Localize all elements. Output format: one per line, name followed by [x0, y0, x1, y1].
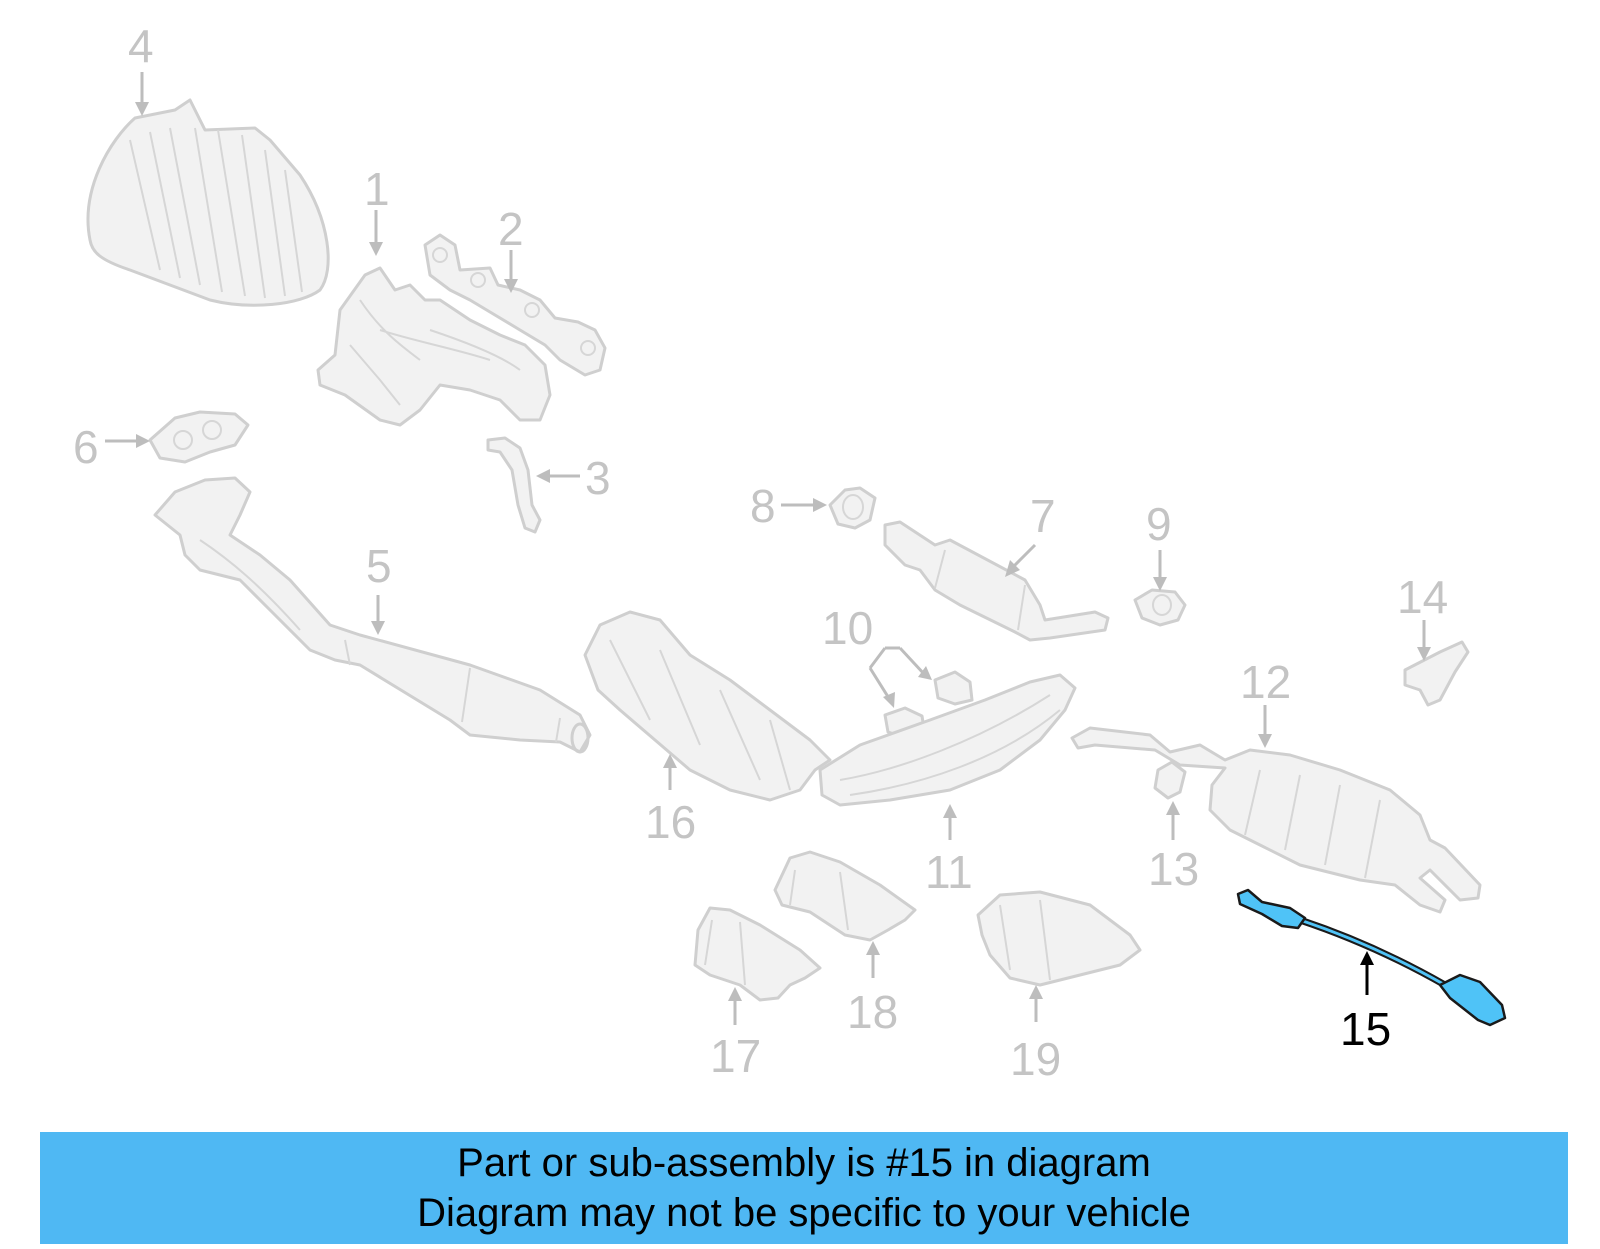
- callout-18: 18: [847, 986, 898, 1038]
- banner-line-1: Part or sub-assembly is #15 in diagram: [457, 1141, 1151, 1185]
- callout-2: 2: [498, 203, 524, 255]
- part-19-heat-shield: [976, 890, 1142, 987]
- callout-13: 13: [1148, 843, 1199, 895]
- callout-6: 6: [73, 421, 99, 473]
- part-17-heat-shield: [693, 906, 822, 1002]
- info-banner: Part or sub-assembly is #15 in diagram D…: [40, 1132, 1568, 1244]
- callout-19: 19: [1010, 1033, 1061, 1085]
- part-14-bracket: [1403, 640, 1470, 707]
- part-18-heat-shield: [773, 850, 917, 942]
- callout-7: 7: [1030, 490, 1056, 542]
- callout-14: 14: [1397, 571, 1448, 623]
- part-5-front-pipe-converter: [153, 476, 592, 754]
- callout-11: 11: [925, 846, 973, 898]
- callout-arrow-15: [1360, 951, 1374, 995]
- part-13-hanger: [1153, 760, 1187, 800]
- callout-3: 3: [585, 452, 611, 504]
- part-12-rear-muffler: [1070, 726, 1482, 914]
- callout-4: 4: [128, 20, 154, 72]
- callout-8: 8: [750, 480, 776, 532]
- callout-15: 15: [1340, 1003, 1391, 1055]
- callout-10: 10: [822, 602, 873, 654]
- part-15-oxygen-sensor[interactable]: [1236, 888, 1507, 1027]
- part-6-flange-gasket: [148, 410, 250, 464]
- callout-labels: 1 2 3 4 5 6 7 8 9 10 11 12 13 14 15 16 1…: [73, 20, 1448, 1085]
- callout-17: 17: [710, 1030, 761, 1082]
- callout-9: 9: [1146, 498, 1172, 550]
- part-3-bracket: [486, 436, 542, 534]
- banner-line-2: Diagram may not be specific to your vehi…: [417, 1191, 1191, 1235]
- callout-1: 1: [364, 163, 390, 215]
- part-16-heat-shield: [583, 610, 832, 802]
- part-9-clamp: [1133, 588, 1187, 627]
- part-7-center-muffler: [883, 520, 1110, 642]
- part-11-heat-shield: [818, 673, 1077, 807]
- part-4-heat-shield: [86, 98, 330, 307]
- callout-arrows: [105, 72, 1431, 1025]
- part-2-manifold-gasket: [423, 233, 607, 377]
- callout-5: 5: [366, 540, 392, 592]
- part-8-clamp: [828, 486, 877, 530]
- part-1-exhaust-manifold: [316, 266, 552, 427]
- callout-16: 16: [645, 796, 696, 848]
- callout-12: 12: [1240, 656, 1291, 708]
